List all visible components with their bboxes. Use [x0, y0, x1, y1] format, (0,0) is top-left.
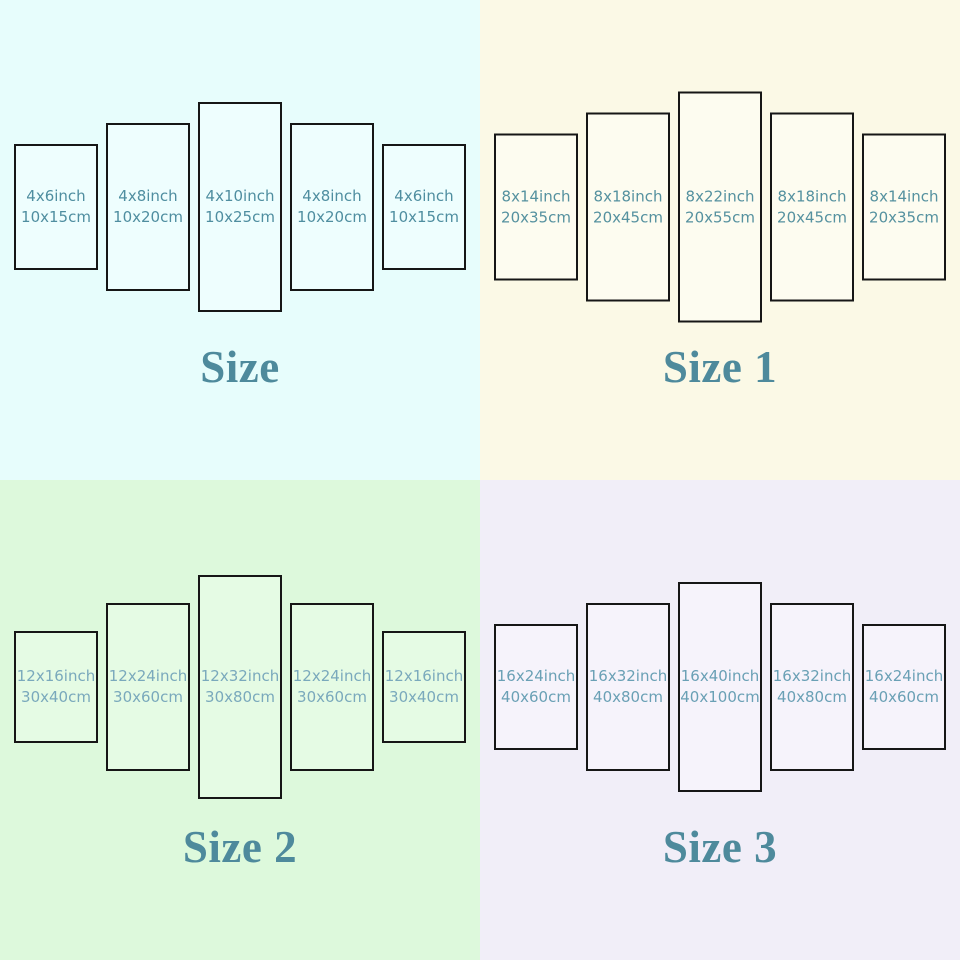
panel-size-inch: 4x8inch	[302, 187, 362, 205]
panel-size-inch: 16x32inch	[772, 667, 852, 685]
canvas-panel: 16x32inch 40x80cm	[586, 603, 670, 771]
panel-size-cm: 30x60cm	[113, 688, 183, 706]
panel-size-cm: 10x15cm	[389, 208, 459, 226]
panel-size-cm: 20x45cm	[593, 208, 663, 226]
panel-size-inch: 8x18inch	[777, 187, 847, 205]
panel-size-cm: 20x45cm	[777, 208, 847, 226]
panel-size-cm: 40x80cm	[593, 688, 663, 706]
size-quadrant: 8x14inch 20x35cm 8x18inch 20x45cm 8x22in…	[480, 0, 960, 480]
canvas-panel: 8x18inch 20x45cm	[586, 112, 670, 302]
canvas-panel: 12x16inch 30x40cm	[382, 631, 466, 743]
panel-size-cm: 10x25cm	[205, 208, 275, 226]
panel-size-inch: 16x40inch	[680, 667, 760, 685]
panel-size-inch: 8x22inch	[685, 187, 755, 205]
panel-row: 4x6inch 10x15cm 4x8inch 10x20cm 4x10inch…	[14, 102, 466, 312]
panel-size-cm: 40x60cm	[869, 688, 939, 706]
canvas-panel: 4x10inch 10x25cm	[198, 102, 282, 312]
panel-size-inch: 12x32inch	[200, 667, 280, 685]
panel-size-inch: 4x10inch	[205, 187, 275, 205]
panel-row: 8x14inch 20x35cm 8x18inch 20x45cm 8x22in…	[494, 91, 946, 323]
panel-row: 16x24inch 40x60cm 16x32inch 40x80cm 16x4…	[494, 582, 946, 792]
canvas-panel: 12x24inch 30x60cm	[290, 603, 374, 771]
canvas-panel: 16x24inch 40x60cm	[862, 624, 946, 750]
panel-size-cm: 10x20cm	[113, 208, 183, 226]
panel-size-inch: 16x32inch	[588, 667, 668, 685]
size-title: Size 2	[182, 822, 298, 872]
panel-size-cm: 10x15cm	[21, 208, 91, 226]
panel-size-cm: 40x80cm	[777, 688, 847, 706]
panel-size-cm: 30x80cm	[205, 688, 275, 706]
panel-size-inch: 12x24inch	[292, 667, 372, 685]
canvas-panel: 12x24inch 30x60cm	[106, 603, 190, 771]
panel-size-inch: 4x6inch	[394, 187, 454, 205]
canvas-panel: 4x8inch 10x20cm	[290, 123, 374, 291]
canvas-panel: 16x40inch 40x100cm	[678, 582, 762, 792]
canvas-panel: 4x8inch 10x20cm	[106, 123, 190, 291]
canvas-panel: 8x14inch 20x35cm	[862, 133, 946, 281]
canvas-panel: 4x6inch 10x15cm	[382, 144, 466, 270]
panel-size-inch: 16x24inch	[496, 667, 576, 685]
canvas-panel: 12x32inch 30x80cm	[198, 575, 282, 799]
canvas-panel: 8x18inch 20x45cm	[770, 112, 854, 302]
panel-size-inch: 12x16inch	[384, 667, 464, 685]
panel-size-inch: 8x14inch	[501, 187, 571, 205]
panel-row: 12x16inch 30x40cm 12x24inch 30x60cm 12x3…	[14, 575, 466, 799]
size-quadrant: 4x6inch 10x15cm 4x8inch 10x20cm 4x10inch…	[0, 0, 480, 480]
panel-size-cm: 30x60cm	[297, 688, 367, 706]
size-title: Size 1	[662, 342, 778, 392]
size-title: Size 3	[662, 822, 778, 872]
panel-size-inch: 4x6inch	[26, 187, 86, 205]
panel-size-cm: 20x55cm	[685, 208, 755, 226]
size-quadrant: 12x16inch 30x40cm 12x24inch 30x60cm 12x3…	[0, 480, 480, 960]
canvas-panel: 12x16inch 30x40cm	[14, 631, 98, 743]
canvas-panel: 4x6inch 10x15cm	[14, 144, 98, 270]
size-title: Size	[200, 342, 280, 392]
panel-size-inch: 12x24inch	[108, 667, 188, 685]
panel-size-inch: 8x14inch	[869, 187, 939, 205]
size-quadrant: 16x24inch 40x60cm 16x32inch 40x80cm 16x4…	[480, 480, 960, 960]
canvas-panel: 8x14inch 20x35cm	[494, 133, 578, 281]
panel-size-inch: 4x8inch	[118, 187, 178, 205]
panel-size-cm: 30x40cm	[389, 688, 459, 706]
panel-size-cm: 30x40cm	[21, 688, 91, 706]
canvas-panel: 16x24inch 40x60cm	[494, 624, 578, 750]
panel-size-inch: 8x18inch	[593, 187, 663, 205]
panel-size-cm: 20x35cm	[501, 208, 571, 226]
panel-size-cm: 10x20cm	[297, 208, 367, 226]
panel-size-cm: 40x60cm	[501, 688, 571, 706]
panel-size-inch: 16x24inch	[864, 667, 944, 685]
panel-size-cm: 40x100cm	[680, 688, 760, 706]
canvas-panel: 16x32inch 40x80cm	[770, 603, 854, 771]
panel-size-cm: 20x35cm	[869, 208, 939, 226]
panel-size-inch: 12x16inch	[16, 667, 96, 685]
canvas-panel: 8x22inch 20x55cm	[678, 91, 762, 323]
